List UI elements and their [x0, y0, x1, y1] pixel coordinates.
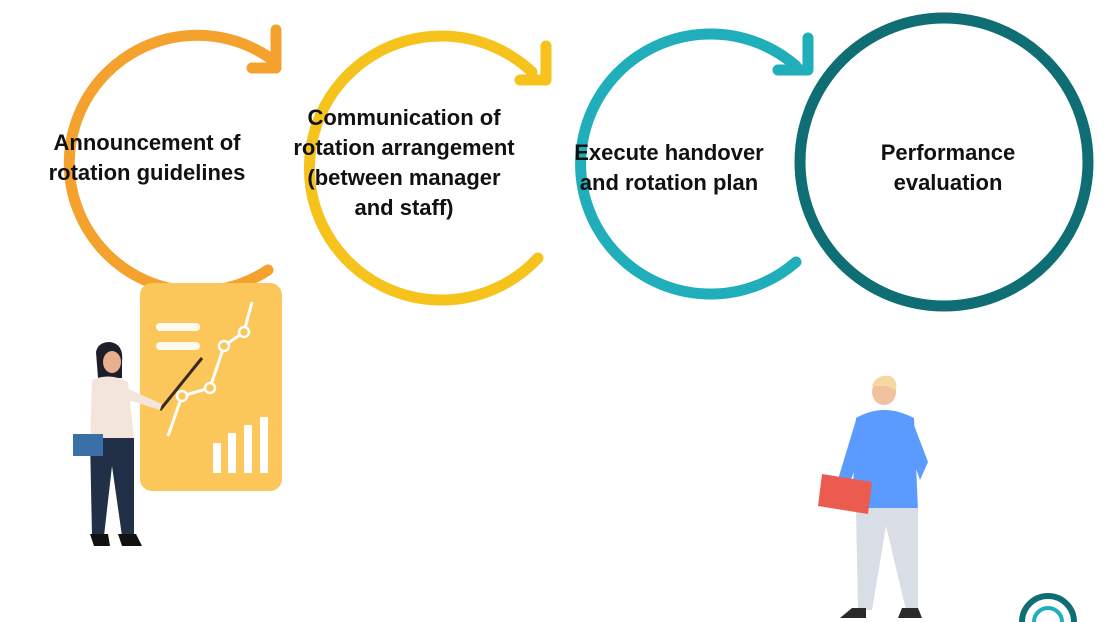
step-3-cycle-arc	[575, 28, 814, 300]
clipboard	[73, 434, 103, 456]
man-holding-folder-illustration	[818, 375, 928, 618]
step-1-label: Announcement of rotation guidelines	[48, 130, 246, 185]
folder	[818, 474, 872, 514]
step-2-arrow-head	[514, 40, 552, 86]
step-3-label: Execute handover and rotation plan	[574, 140, 764, 195]
step-2-cycle-arc	[303, 30, 552, 306]
step-1-arrow-head	[246, 24, 282, 74]
step-4-cycle-circle	[794, 12, 1094, 312]
step-4-label: Performance evaluation	[880, 140, 1016, 195]
step-2-label: Communication of rotation arrangement (b…	[293, 105, 515, 220]
step-3-arrow-head	[772, 32, 814, 76]
woman-presenting-chart-illustration	[73, 283, 282, 546]
corner-logo-icon	[1019, 593, 1077, 622]
